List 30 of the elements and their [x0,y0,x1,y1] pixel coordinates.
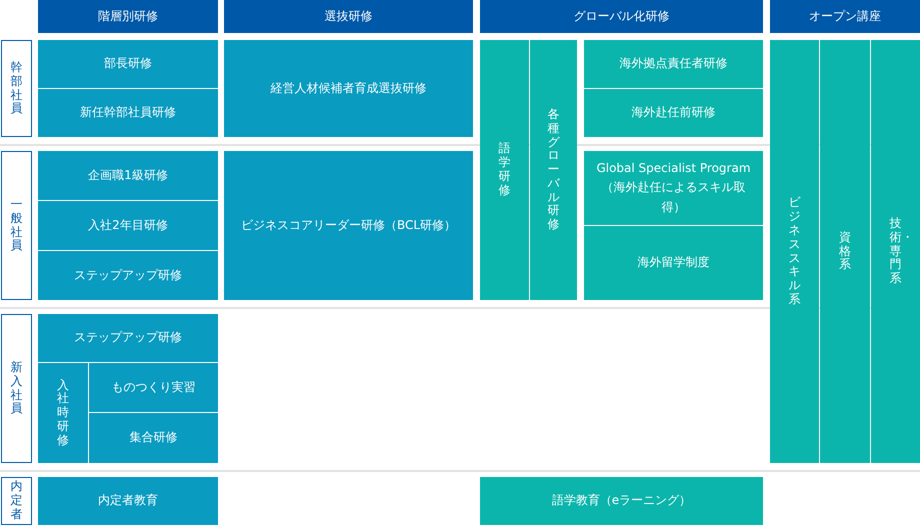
column-header: 選抜研修 [224,0,473,33]
course-box: 資格系 [820,40,870,463]
column-header: グローバル化研修 [480,0,763,33]
course-box: 技術・専門系 [871,40,920,463]
row-label: 一般社員 [1,151,32,300]
column-header: 階層別研修 [38,0,218,33]
row-label: 内定者 [1,477,32,525]
course-box: ステップアップ研修 [38,314,218,362]
course-box: 内定者教育 [38,477,218,525]
course-box: 集合研修 [89,413,218,463]
course-box: 海外赴任前研修 [584,89,763,137]
course-box: 語学研修 [480,40,529,300]
course-box: 海外留学制度 [584,226,763,300]
row-label: 新入社員 [1,314,32,463]
course-box: ステップアップ研修 [38,251,218,300]
course-box: ものつくり実習 [89,363,218,412]
row-label: 幹部社員 [1,40,32,137]
column-header: オープン講座 [770,0,920,33]
course-box: ビジネススキル系 [770,40,819,463]
course-box: 海外拠点責任者研修 [584,40,763,88]
course-box: ビジネスコアリーダー研修（BCL研修） [224,151,473,300]
course-box: 各種グローバル研修 [530,40,577,300]
course-box: 経営人材候補者育成選抜研修 [224,40,473,137]
course-box: 新任幹部社員研修 [38,89,218,137]
course-box: 語学教育（eラーニング） [480,477,763,525]
course-box: 部長研修 [38,40,218,88]
course-box: 入社2年目研修 [38,201,218,250]
course-box: 企画職1級研修 [38,151,218,200]
course-box: 入社時研修 [38,363,88,463]
course-box: Global Specialist Program （海外赴任によるスキル取得） [584,151,763,225]
